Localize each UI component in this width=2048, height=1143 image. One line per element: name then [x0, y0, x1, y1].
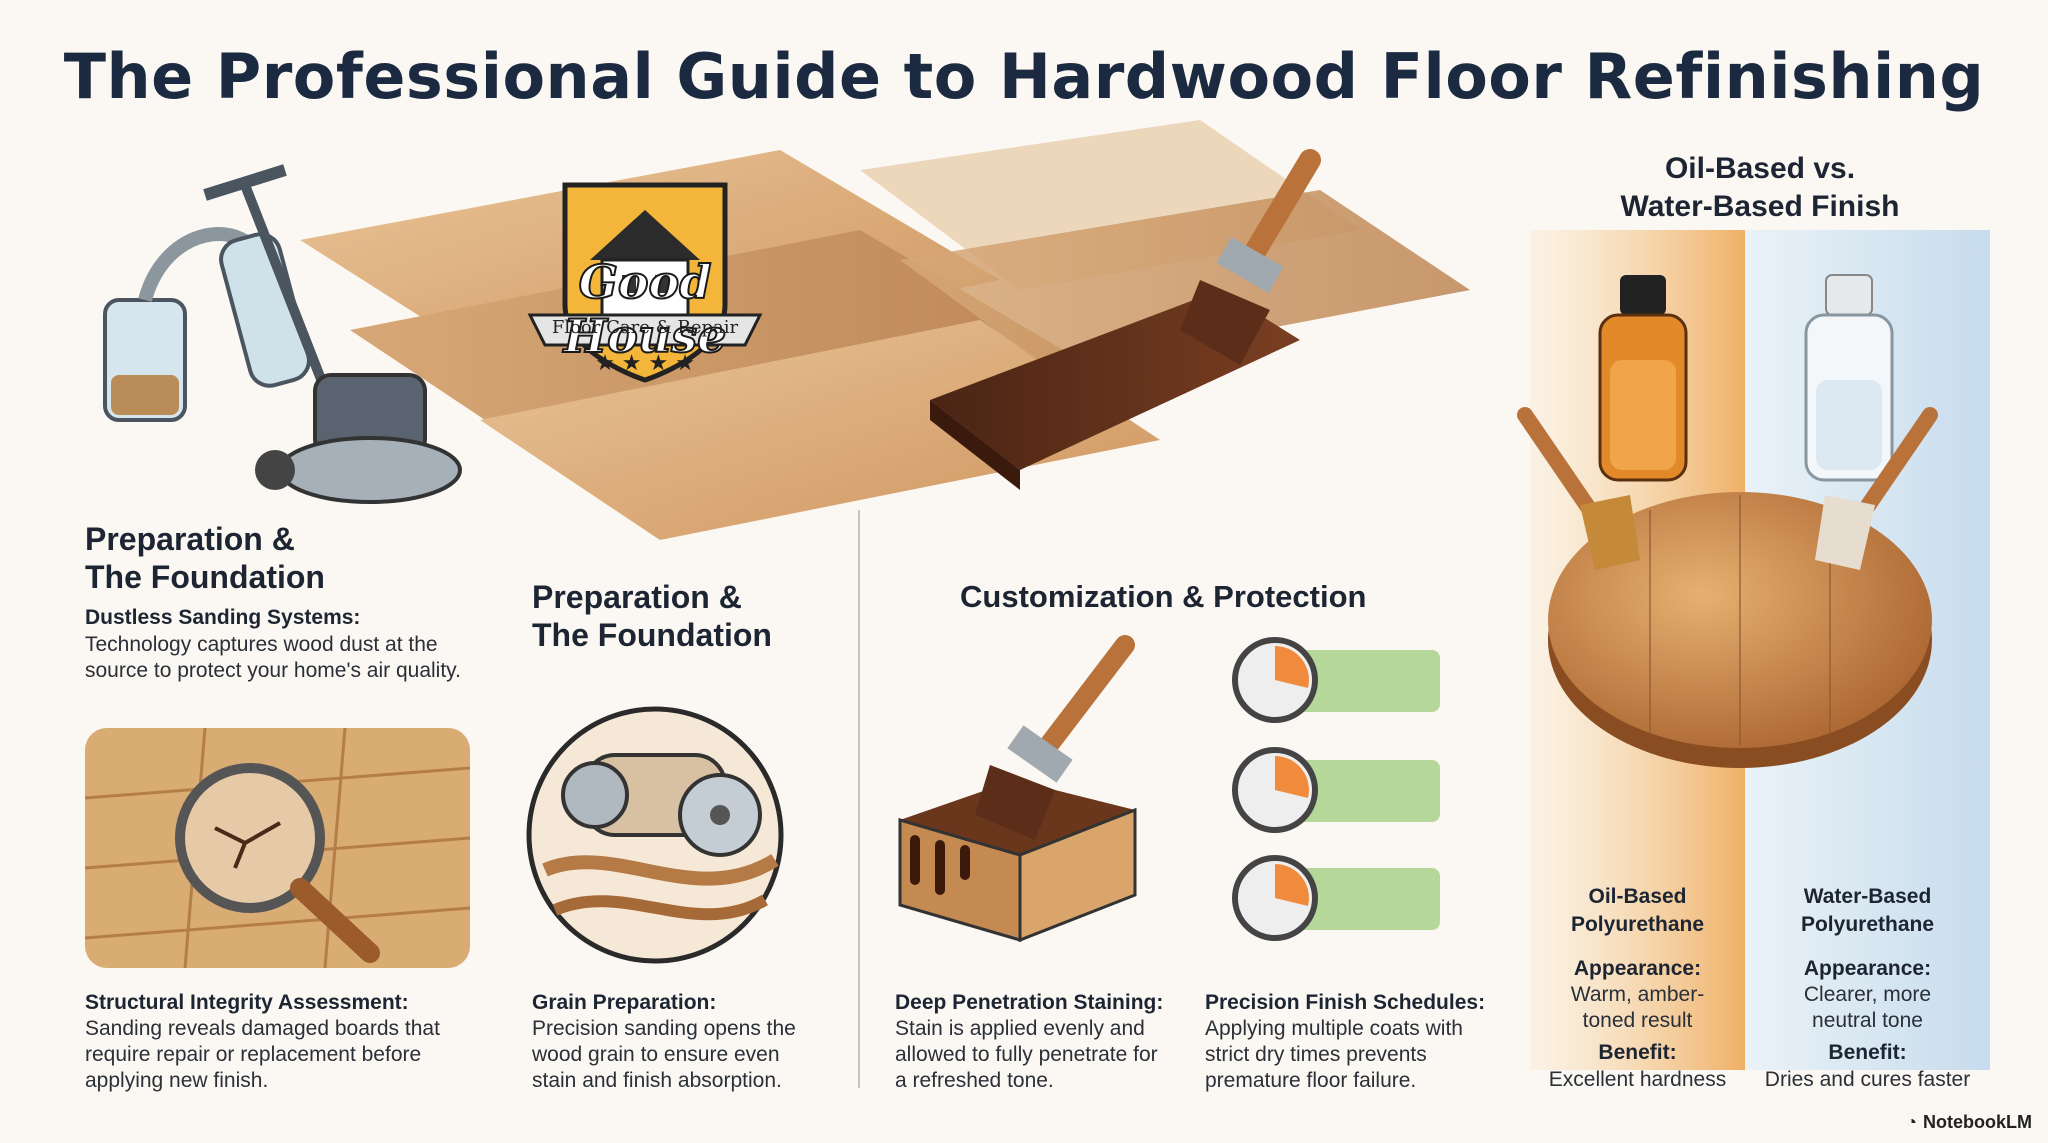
stain-title: Deep Penetration Staining: [895, 991, 1164, 1014]
prep1-heading-line2: The Foundation [85, 559, 325, 595]
schedule-line2: strict dry times prevents [1205, 1043, 1427, 1066]
water-benefit-value: Dries and cures faster [1764, 1068, 1971, 1091]
magnifier-icon [84, 727, 471, 969]
schedule-line1: Applying multiple coats with [1205, 1017, 1463, 1040]
compare-heading-line2: Water-Based Finish [1620, 190, 1900, 223]
section-divider [858, 510, 860, 1088]
water-appearance-line1: Clearer, more [1803, 983, 1932, 1006]
paint-brush-icon [1180, 149, 1321, 365]
water-name-line1: Water-Based [1803, 885, 1932, 908]
schedule-title: Precision Finish Schedules: [1205, 991, 1486, 1014]
oil-benefit-label: Benefit: [1598, 1041, 1677, 1064]
clock-icon [1232, 637, 1440, 723]
page-title: The Professional Guide to Hardwood Floor… [63, 40, 1985, 113]
logo-badge: ★ ★ ★ ★ [527, 182, 763, 383]
structural-line2: require repair or replacement before [85, 1043, 422, 1066]
water-appearance-line2: neutral tone [1812, 1009, 1923, 1032]
stain-line1: Stain is applied evenly and [895, 1017, 1145, 1040]
stain-line3: a refreshed tone. [895, 1069, 1054, 1092]
water-appearance-label: Appearance: [1803, 957, 1932, 980]
prep2-heading-line1: Preparation & [532, 579, 742, 615]
grain-line1: Precision sanding opens the [532, 1017, 796, 1040]
notebooklm-label: NotebookLM [1923, 1112, 2032, 1132]
water-name-line2: Polyurethane [1800, 913, 1935, 936]
grain-line3: stain and finish absorption. [532, 1069, 782, 1092]
compare-heading-line1: Oil-Based vs. [1664, 152, 1856, 185]
prep1-heading-line1: Preparation & [85, 521, 295, 557]
svg-text:★ ★ ★ ★: ★ ★ ★ ★ [595, 351, 695, 376]
dustless-line1: Technology captures wood dust at the [85, 633, 438, 656]
grain-title: Grain Preparation: [532, 991, 717, 1014]
prep2-heading-line2: The Foundation [532, 617, 772, 653]
dustless-line2: source to protect your home's air qualit… [85, 659, 461, 682]
logo-tagline: Floor Care & Repair [551, 317, 739, 338]
clock-schedule-icons [1232, 637, 1440, 941]
grain-line2: wood grain to ensure even [532, 1043, 780, 1066]
stain-line2: allowed to fully penetrate for [895, 1043, 1158, 1066]
schedule-line3: premature floor failure. [1205, 1069, 1417, 1092]
logo-brand: Good House [563, 254, 728, 364]
oil-appearance-line2: toned result [1582, 1009, 1693, 1032]
structural-title: Structural Integrity Assessment: [85, 991, 409, 1014]
notebooklm-badge: ◔ NotebookLM [1906, 1112, 2032, 1133]
oil-name-line1: Oil-Based [1588, 885, 1687, 908]
custom-heading: Customization & Protection [960, 579, 1367, 614]
oil-benefit-value: Excellent hardness [1548, 1068, 1727, 1091]
structural-line1: Sanding reveals damaged boards that [85, 1017, 440, 1040]
stain-block-icon [898, 635, 1137, 943]
oil-appearance-line1: Warm, amber- [1570, 983, 1705, 1006]
water-benefit-label: Benefit: [1828, 1041, 1907, 1064]
structural-line3: applying new finish. [85, 1069, 269, 1092]
notebooklm-icon: ◔ [1906, 1112, 1918, 1132]
oil-name-line2: Polyurethane [1570, 913, 1705, 936]
floor-sander-icon [103, 164, 462, 504]
bottle-icon [1517, 274, 1938, 570]
dustless-title: Dustless Sanding Systems: [85, 606, 361, 629]
oil-appearance-label: Appearance: [1573, 957, 1702, 980]
drum-sander-icon [526, 706, 784, 964]
